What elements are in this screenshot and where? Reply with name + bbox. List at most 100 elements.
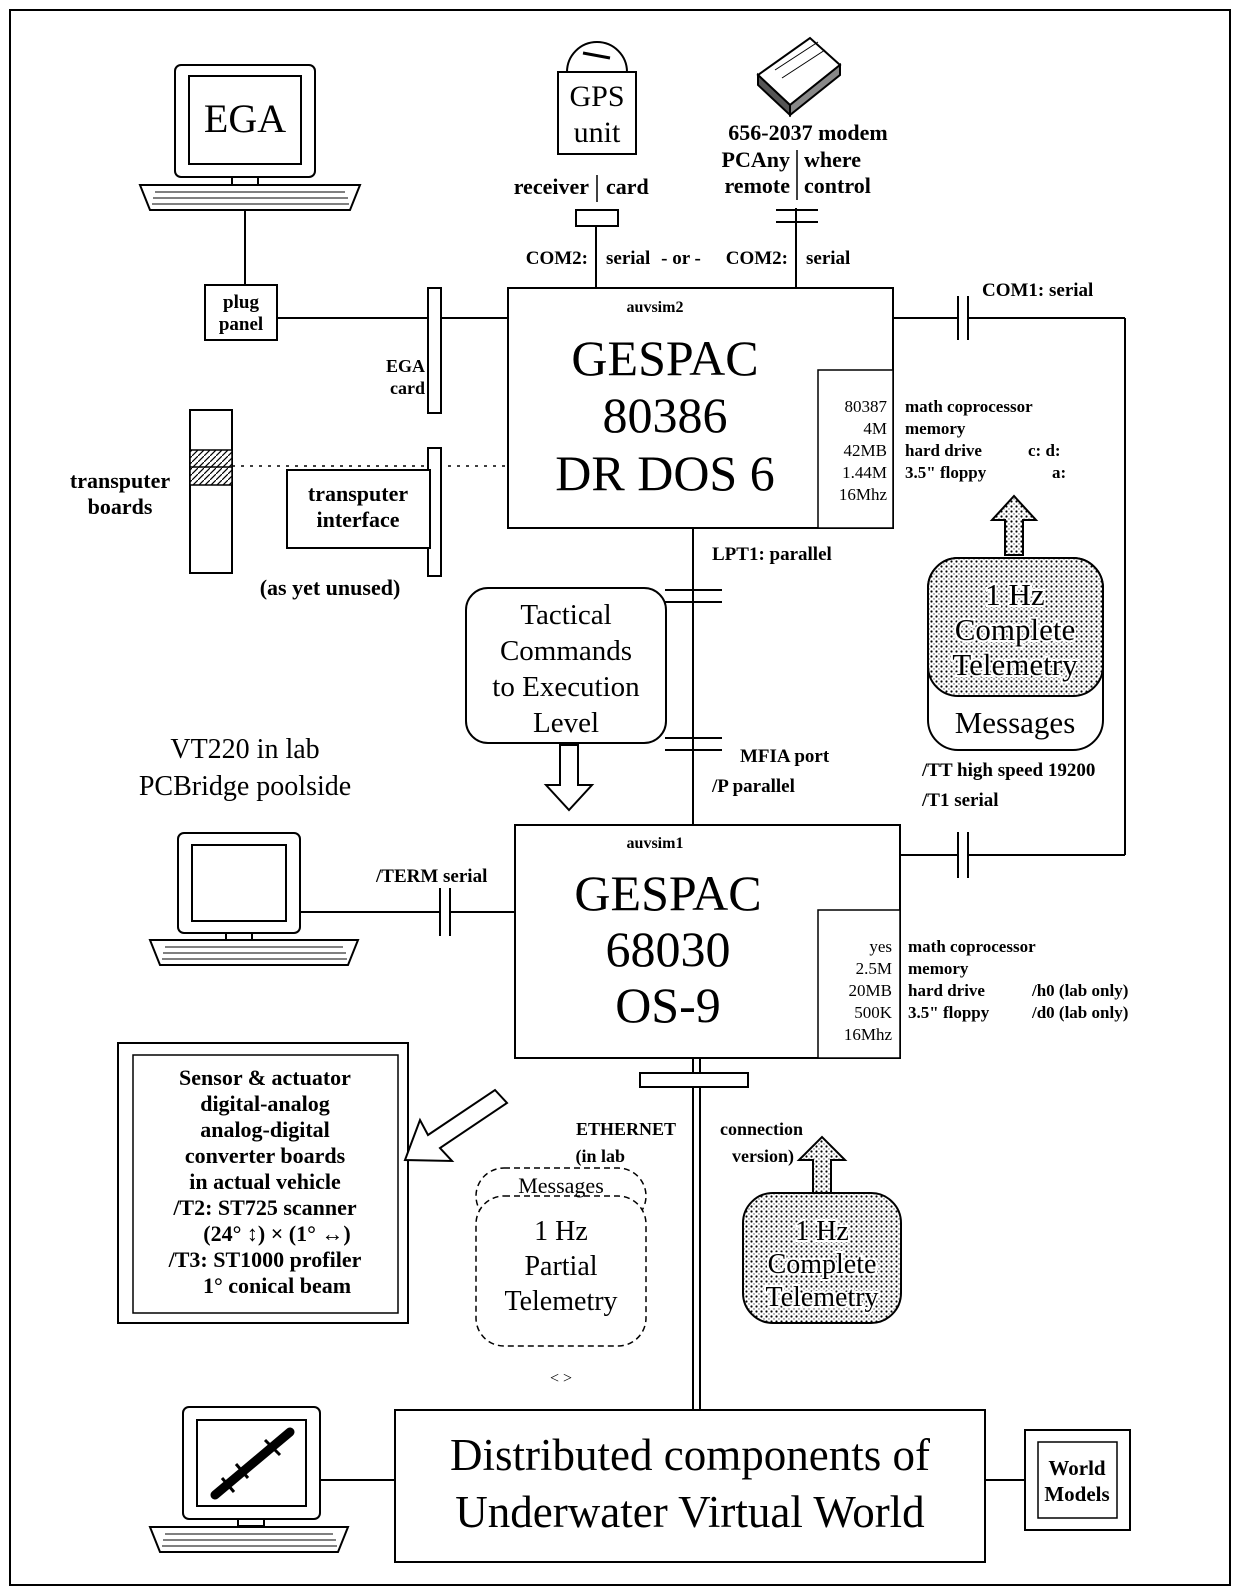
auvsim1-specs: yes 2.5M 20MB 500K 16Mhz math coprocesso… [844,937,1129,1044]
auvsim2-host: auvsim2 [627,299,684,316]
auvsim2-spec: 42MB [844,441,887,460]
world-models-inner [1038,1442,1117,1518]
auvsim2-spec: 80387 [845,397,888,416]
auvsim2-spec-desc: hard drive [905,441,982,460]
tactical-line: Commands [500,635,632,667]
auvsim1-spec: 500K [854,1003,893,1022]
sensor-line: in actual vehicle [189,1169,341,1194]
auvsim1-spec-desc: memory [908,959,969,978]
tactical-line: Level [533,707,599,739]
transputer-boards-line1: transputer [70,468,170,493]
term-label: /TERM serial [375,866,487,887]
telemetry-upper-up-arrow [992,496,1036,555]
auvsim1-spec: yes [869,937,892,956]
ethernet-left1: ETHERNET [576,1119,676,1139]
vt220-terminal [150,833,358,965]
auvsim2-spec-desc: memory [905,419,966,438]
auvsim2-specs: 80387 4M 42MB 1.44M 16Mhz math coprocess… [839,397,1066,504]
transputer-board [190,410,232,573]
com1-label: COM1: serial [982,280,1093,301]
auvsim1-spec: 20MB [849,981,892,1000]
ega-card-line1: EGA [386,356,425,376]
partial-line3: Telemetry [504,1286,617,1317]
partial-line1: 1 Hz [534,1216,588,1247]
sensor-line: /T2: ST725 scanner [172,1195,357,1220]
modem-line3-right: control [804,173,871,198]
distributed-line1: Distributed components of [450,1430,930,1480]
gps-receiver: receiver [514,174,590,199]
auvsim1-line3: OS-9 [615,977,721,1033]
plug-panel-line1: plug [223,292,259,313]
tactical-down-arrow [546,745,592,810]
auvsim1-spec-drive: /h0 (lab only) [1031,981,1128,1000]
auvsim2-line1: GESPAC [571,330,758,386]
com2-left-port: COM2: [526,248,588,269]
mfia-parallel: /P parallel [711,776,795,797]
auvsim1-spec-drive: /d0 (lab only) [1031,1003,1128,1022]
partial-line2: Partial [524,1251,597,1282]
telemetry-upper-messages: Messages [955,705,1076,740]
auvsim2-spec-desc: math coprocessor [905,397,1033,416]
auvsim1-line2: 68030 [606,921,731,977]
transputer-interface-line2: interface [316,507,399,532]
gps-card: card [606,174,649,199]
auvsim1-spec-desc: hard drive [908,981,985,1000]
com2-right-type: serial [806,248,850,269]
modem-line3-left: remote [724,173,790,198]
auvsim2-spec: 16Mhz [839,485,888,504]
auvsim1-spec-desc: math coprocessor [908,937,1036,956]
sensor-line: Sensor & actuator [179,1065,351,1090]
tactical-line: Tactical [520,599,611,631]
telemetry-lower-up-arrow [799,1137,845,1193]
auvsim2-spec-desc: 3.5" floppy [905,463,987,482]
modem-line2-left: PCAny [722,147,790,172]
vt220-line2: PCBridge poolside [139,771,351,802]
auvsim2-spec: 4M [863,419,887,438]
partial-messages: Messages [518,1173,604,1198]
auvsim2-spec-drive: a: [1052,463,1066,482]
transputer-interface-line1: transputer [308,481,408,506]
distributed-line2: Underwater Virtual World [455,1487,924,1537]
lpt1-label: LPT1: parallel [712,544,832,565]
ethernet-right2: version) [732,1146,794,1167]
sensor-line: converter boards [185,1143,346,1168]
sensor-line: digital-analog [200,1091,330,1116]
tt-line2: /T1 serial [921,790,999,811]
vt220-line1: VT220 in lab [170,734,319,765]
modem-line1: 656-2037 modem [728,120,887,145]
auvsim1-line1: GESPAC [574,865,761,921]
ega-monitor-label: EGA [204,96,286,141]
ethernet-right1: connection [720,1119,803,1139]
telemetry-lower-line2: Complete [768,1249,877,1280]
telemetry-lower-line1: 1 Hz [795,1216,849,1247]
com2-left-type: serial [606,248,650,269]
partial-arrows: < > [550,1370,572,1387]
virtual-world-workstation [150,1407,348,1552]
world-models-line1: World [1048,1456,1105,1480]
tt-line1: /TT high speed 19200 [921,760,1095,781]
auvsim2-line3: DR DOS 6 [555,445,774,501]
auvsim2-line2: 80386 [603,387,728,443]
gps-title-line1: GPS [569,80,624,113]
modem-icon [758,38,840,115]
auvsim2-spec: 1.44M [842,463,887,482]
auvsim1-host: auvsim1 [627,835,684,852]
sensor-arrow [405,1090,507,1161]
telemetry-upper-line2: Complete [955,612,1076,647]
tactical-line: to Execution [492,671,640,703]
sensor-line: (24° ↕) × (1° ↔) [203,1221,350,1246]
ega-card-line2: card [390,378,425,398]
auvsim2-spec-drive: c: d: [1028,441,1061,460]
transputer-unused: (as yet unused) [260,575,401,600]
auvsim1-spec: 16Mhz [844,1025,893,1044]
auvsim1-spec-desc: 3.5" floppy [908,1003,990,1022]
transputer-boards-line2: boards [88,494,153,519]
com2-right-port: COM2: [726,248,788,269]
sensor-line: analog-digital [200,1117,330,1142]
telemetry-upper-line3: Telemetry [952,647,1078,682]
auvsim1-spec: 2.5M [856,959,892,978]
modem-line2-right: where [804,147,861,172]
sensor-line: 1° conical beam [203,1273,351,1298]
gps-title-line2: unit [574,116,621,149]
plug-panel-line2: panel [219,314,263,335]
